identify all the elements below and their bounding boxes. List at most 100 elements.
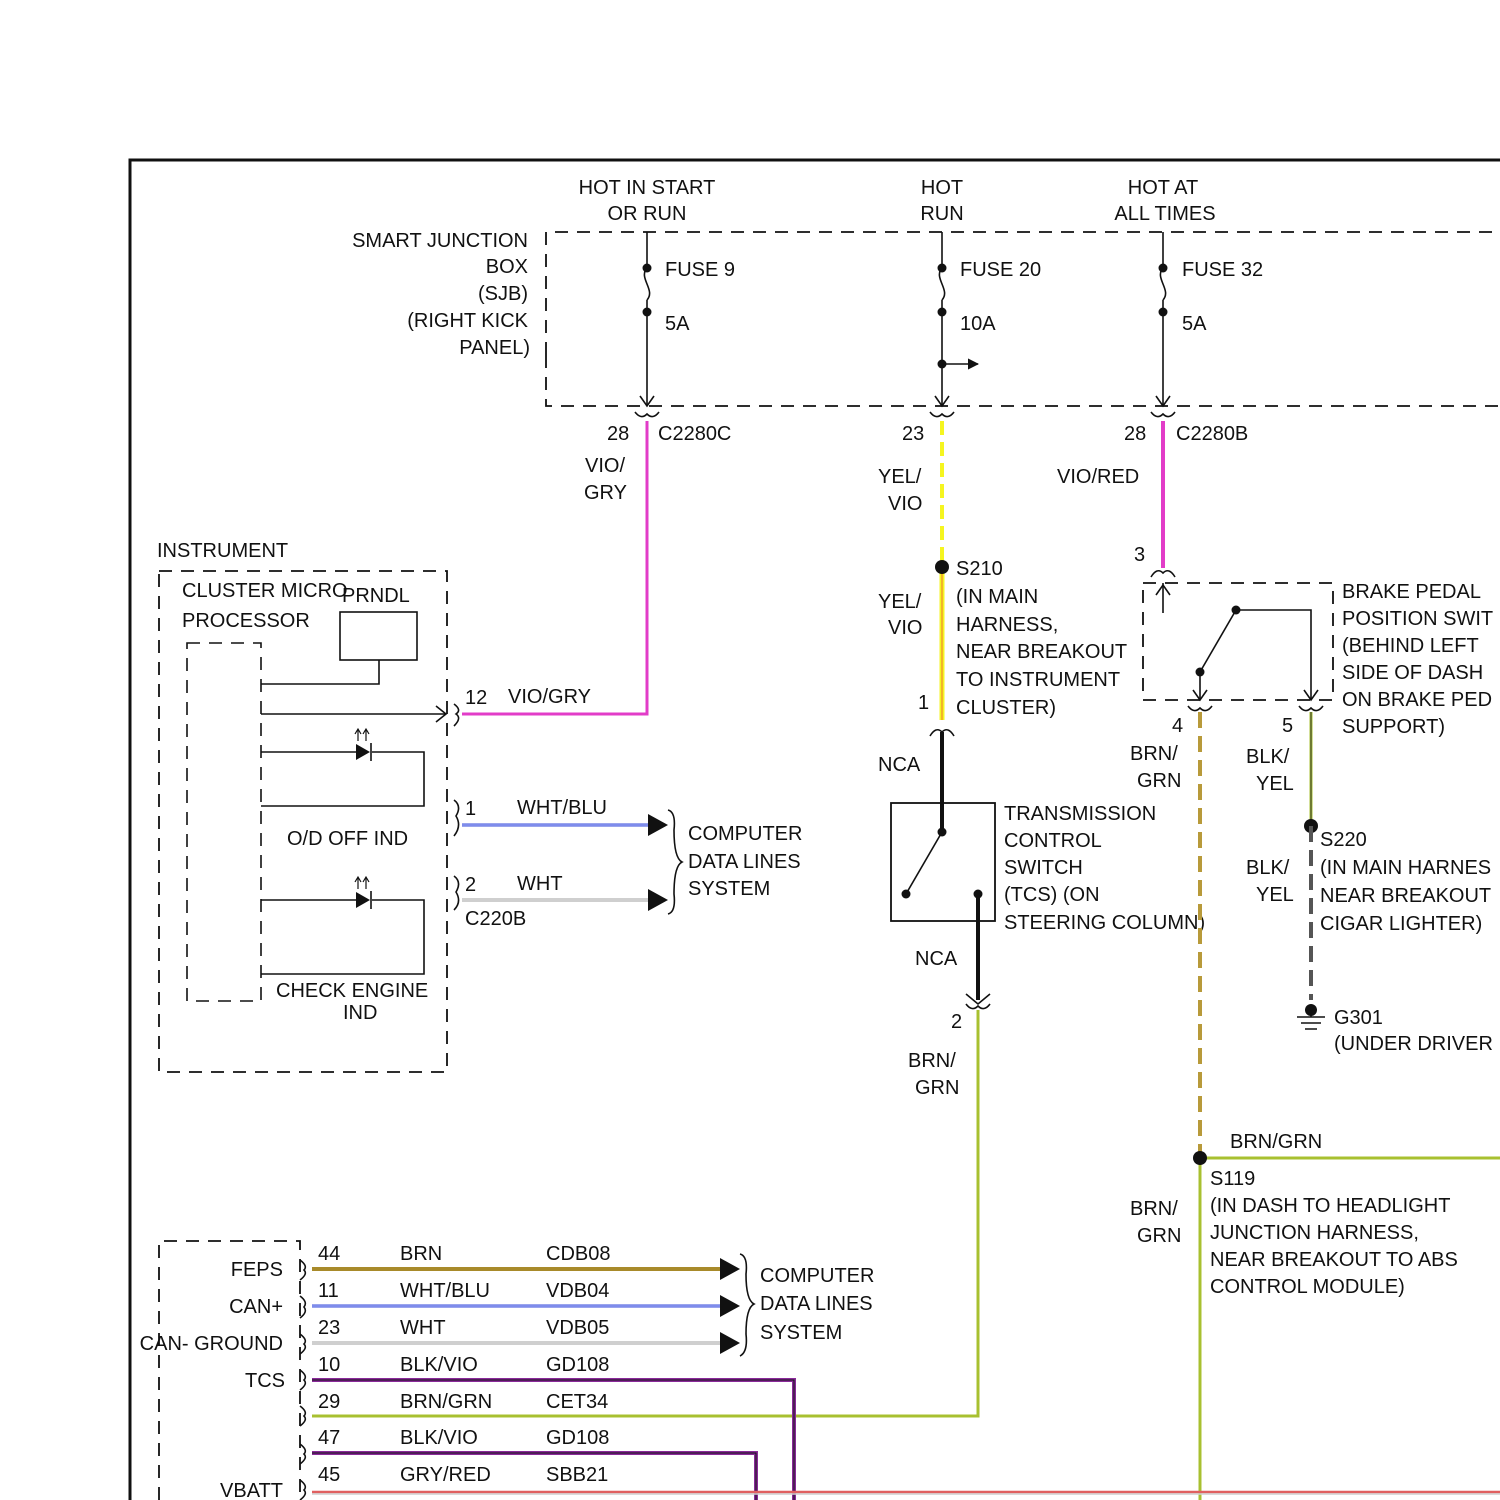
svg-text:VDB04: VDB04 <box>546 1280 609 1302</box>
svg-text:STEERING COLUMN): STEERING COLUMN) <box>1004 912 1205 934</box>
fuse-32-name: FUSE 32 <box>1182 259 1263 281</box>
cluster-micro-line2: PROCESSOR <box>182 610 310 632</box>
od-off-led <box>261 729 424 806</box>
check-engine-led <box>261 877 424 974</box>
svg-text:NEAR BREAKOUT: NEAR BREAKOUT <box>1320 885 1491 907</box>
wire-yel-vio-label-line1: YEL/ <box>878 466 922 488</box>
power-headers: HOT IN START OR RUN HOT RUN HOT AT ALL T… <box>579 177 1216 225</box>
instrument-title: INSTRUMENT <box>157 540 288 562</box>
pcm-row-47: 47 BLK/VIO GD108 <box>318 1427 609 1449</box>
sjb-connector-ticks <box>635 412 1175 417</box>
fuse-9-rating: 5A <box>665 313 690 335</box>
wire-blk-yel-5-line1: BLK/ <box>1246 746 1290 768</box>
c2280c-pin: 28 <box>607 423 629 445</box>
wire-blk-yel-s220-line1: BLK/ <box>1246 857 1290 879</box>
cluster-pin-1: 1 <box>465 798 476 820</box>
svg-text:(IN MAIN HARNES: (IN MAIN HARNES <box>1320 857 1491 879</box>
svg-text:GD108: GD108 <box>546 1354 609 1376</box>
sjb-label-line3: (SJB) <box>478 283 528 305</box>
svg-text:S119: S119 <box>1210 1168 1255 1190</box>
check-engine-line2: IND <box>343 1002 377 1024</box>
cluster-pin-2: 2 <box>465 874 476 896</box>
micro-processor-box <box>187 643 261 1001</box>
svg-text:SWITCH: SWITCH <box>1004 857 1083 879</box>
svg-text:23: 23 <box>318 1317 340 1339</box>
splice-s119-dot <box>1193 1151 1207 1165</box>
tcs-label: TRANSMISSION CONTROL SWITCH (TCS) (ON ST… <box>1004 803 1205 934</box>
prndl-label: PRNDL <box>342 585 410 607</box>
smart-junction-box: SMART JUNCTION BOX (SJB) (RIGHT KICK PAN… <box>352 230 1500 406</box>
svg-text:HARNESS,: HARNESS, <box>956 614 1058 636</box>
sjb-label-line4: (RIGHT KICK <box>407 310 528 332</box>
svg-text:GD108: GD108 <box>546 1427 609 1449</box>
svg-text:NEAR BREAKOUT: NEAR BREAKOUT <box>956 641 1127 663</box>
svg-text:CET34: CET34 <box>546 1391 608 1413</box>
svg-text:COMPUTER: COMPUTER <box>688 823 802 845</box>
ground-g301 <box>1297 1004 1325 1029</box>
svg-text:ON BRAKE PED: ON BRAKE PED <box>1342 689 1492 711</box>
splice-s210-label: S210 (IN MAIN HARNESS, NEAR BREAKOUT TO … <box>956 558 1127 719</box>
splice-s210-dot <box>935 560 949 574</box>
wire-yel-vio-2-line2: VIO <box>888 617 922 639</box>
svg-text:11: 11 <box>318 1280 339 1302</box>
svg-text:BRAKE PEDAL: BRAKE PEDAL <box>1342 581 1481 603</box>
fuse-20-name: FUSE 20 <box>960 259 1041 281</box>
svg-text:S210: S210 <box>956 558 1003 580</box>
svg-text:VDB05: VDB05 <box>546 1317 609 1339</box>
splice-s220-label: S220 (IN MAIN HARNES NEAR BREAKOUT CIGAR… <box>1320 829 1491 935</box>
power-start-run-line1: HOT IN START <box>579 177 716 199</box>
svg-text:SBB21: SBB21 <box>546 1464 608 1486</box>
cluster-pin-12: 12 <box>465 687 487 709</box>
wire-wht-label: WHT <box>517 873 563 895</box>
wire-brn-grn-s119-left-line1: BRN/ <box>1130 1198 1178 1220</box>
pcm-block: FEPS CAN+ CAN- GROUND TCS VBATT <box>140 1241 306 1500</box>
brake-switch-label: BRAKE PEDAL POSITION SWIT (BEHIND LEFT S… <box>1342 581 1493 738</box>
svg-text:(IN DASH TO HEADLIGHT: (IN DASH TO HEADLIGHT <box>1210 1195 1450 1217</box>
sjb-label-line2: BOX <box>486 256 528 278</box>
ground-g301-name: G301 <box>1334 1007 1383 1029</box>
svg-text:BRN: BRN <box>400 1243 442 1265</box>
fuse-32-rating: 5A <box>1182 313 1207 335</box>
svg-text:S220: S220 <box>1320 829 1367 851</box>
power-start-run-line2: OR RUN <box>608 203 687 225</box>
fuse-20-rating: 10A <box>960 313 996 335</box>
c220b-label: C220B <box>465 908 526 930</box>
svg-text:CONTROL: CONTROL <box>1004 830 1102 852</box>
svg-text:GRY/RED: GRY/RED <box>400 1464 491 1486</box>
wire-brn-grn-2-line2: GRN <box>915 1077 959 1099</box>
wire-brn-grn-s119-right-label: BRN/GRN <box>1230 1131 1322 1153</box>
svg-text:CIGAR LIGHTER): CIGAR LIGHTER) <box>1320 913 1482 935</box>
tcs-nca-bottom: NCA <box>915 948 958 970</box>
svg-text:(IN MAIN: (IN MAIN <box>956 586 1038 608</box>
wire-blk-yel-5-line2: YEL <box>1256 773 1294 795</box>
wire-yel-vio-label-line2: VIO <box>888 493 922 515</box>
svg-text:(TCS) (ON: (TCS) (ON <box>1004 884 1100 906</box>
svg-text:SYSTEM: SYSTEM <box>688 878 770 900</box>
tcs-pin-1: 1 <box>918 692 929 714</box>
brake-pin-3: 3 <box>1134 544 1145 566</box>
pcm-signal-feps: FEPS <box>231 1259 283 1281</box>
svg-text:CONTROL MODULE): CONTROL MODULE) <box>1210 1276 1405 1298</box>
pcm-row-29: 29 BRN/GRN CET34 <box>318 1391 608 1413</box>
prndl-display <box>340 612 417 660</box>
check-engine-line1: CHECK ENGINE <box>276 980 428 1002</box>
ground-g301-location: (UNDER DRIVER <box>1334 1033 1493 1055</box>
transmission-control-switch <box>891 803 995 1000</box>
wire-wht-blu-label: WHT/BLU <box>517 797 607 819</box>
power-run-line1: HOT <box>921 177 963 199</box>
pcm-row-45: 45 GRY/RED SBB21 <box>318 1464 608 1486</box>
svg-text:SIDE OF DASH: SIDE OF DASH <box>1342 662 1483 684</box>
svg-text:47: 47 <box>318 1427 340 1449</box>
pcm-row-11: 11 WHT/BLU VDB04 <box>318 1280 609 1302</box>
wire-vio-gry-label-line1: VIO/ <box>585 455 625 477</box>
pcm-signal-tcs: TCS <box>245 1370 285 1392</box>
pcm-row-23: 23 WHT VDB05 <box>318 1317 609 1339</box>
svg-text:BRN/GRN: BRN/GRN <box>400 1391 492 1413</box>
pcm-row-10: 10 BLK/VIO GD108 <box>318 1354 609 1376</box>
c2280b-name: C2280B <box>1176 423 1248 445</box>
svg-text:(BEHIND LEFT: (BEHIND LEFT <box>1342 635 1479 657</box>
svg-text:DATA LINES: DATA LINES <box>760 1293 873 1315</box>
svg-text:45: 45 <box>318 1464 340 1486</box>
sjb-label-line5: PANEL) <box>459 337 530 359</box>
